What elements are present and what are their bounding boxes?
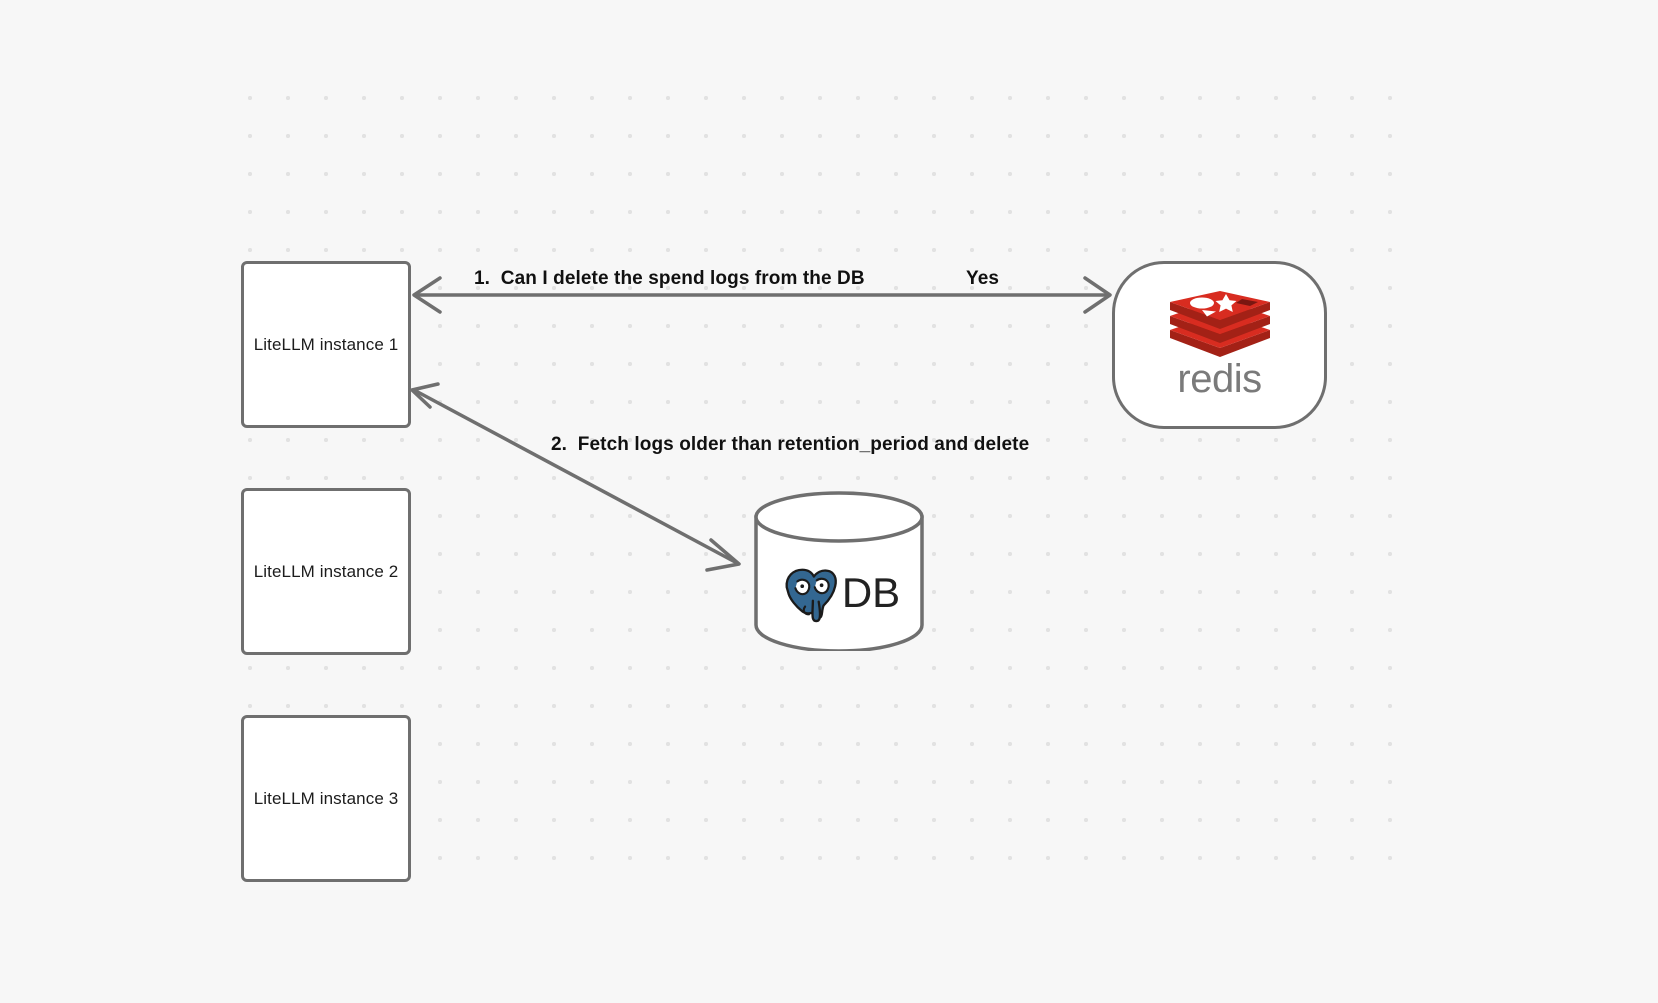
edge-label-delete-spend-logs: 1. Can I delete the spend logs from the … — [474, 268, 865, 289]
node-litellm-instance-1[interactable]: LiteLLM instance 1 — [241, 261, 411, 428]
redis-wordmark: redis — [1177, 357, 1262, 401]
edge-label-yes: Yes — [966, 268, 1000, 289]
arrowhead-llm1-lower — [410, 382, 440, 409]
node-litellm-instance-2[interactable]: LiteLLM instance 2 — [241, 488, 411, 655]
arrowhead-right-redis — [1083, 276, 1112, 314]
postgresql-elephant-icon — [784, 567, 838, 623]
db-label: DB — [841, 569, 901, 616]
node-label: LiteLLM instance 2 — [253, 561, 399, 581]
cylinder-shape — [754, 491, 924, 651]
arrowhead-left-llm1 — [412, 276, 442, 314]
node-database[interactable]: DB — [753, 491, 925, 651]
node-litellm-instance-3[interactable]: LiteLLM instance 3 — [241, 715, 411, 882]
edge-line-llm1-db — [413, 388, 738, 565]
node-label: LiteLLM instance 1 — [253, 334, 399, 354]
node-redis[interactable]: redis — [1112, 261, 1327, 429]
arrowhead-db — [705, 538, 741, 572]
node-label: LiteLLM instance 3 — [253, 788, 399, 808]
edge-label-fetch-logs-retention: 2. Fetch logs older than retention_perio… — [551, 434, 1030, 455]
redis-logo-icon — [1169, 291, 1270, 357]
